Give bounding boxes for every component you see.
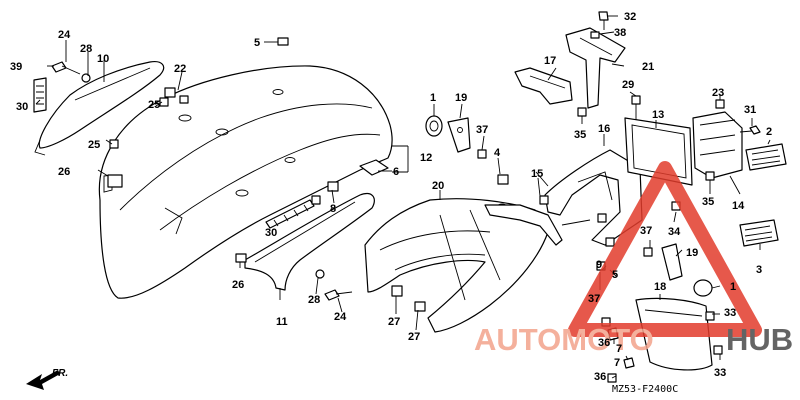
callout-25: 25 <box>148 99 160 111</box>
callout-8: 8 <box>330 203 336 215</box>
callout-13: 13 <box>652 109 664 121</box>
callout-27: 27 <box>388 316 400 328</box>
reflector-3 <box>739 219 779 247</box>
callout-26: 26 <box>58 166 70 178</box>
callout-28: 28 <box>80 43 92 55</box>
callout-12: 12 <box>420 152 432 164</box>
callout-24: 24 <box>58 29 71 41</box>
license-bracket-upper <box>565 27 626 109</box>
side-cover-upper <box>34 61 165 156</box>
front-direction-arrow: FR. <box>26 368 68 390</box>
callout-5b: 5 <box>612 269 618 281</box>
callout-7: 7 <box>614 357 620 369</box>
callout-28b: 28 <box>308 294 320 306</box>
callout-39: 39 <box>10 61 22 73</box>
callout-38: 38 <box>614 27 626 39</box>
collar-1b <box>693 279 713 297</box>
callout-37c: 37 <box>588 293 600 305</box>
callout-9: 9 <box>596 259 602 271</box>
lower-stay <box>244 192 375 291</box>
callout-31: 31 <box>744 104 756 116</box>
callout-2: 2 <box>766 126 772 138</box>
rubber-strap-30b <box>265 199 315 229</box>
callout-33: 33 <box>724 307 736 319</box>
callout-23: 23 <box>712 87 724 99</box>
callout-35: 35 <box>574 129 586 141</box>
callout-3: 3 <box>756 264 762 276</box>
callout-36b: 36 <box>594 371 606 383</box>
callout-7b: 7 <box>616 343 622 355</box>
rear-fender <box>98 65 393 299</box>
callout-18: 18 <box>654 281 666 293</box>
callout-37: 37 <box>476 124 488 136</box>
callout-30: 30 <box>16 101 28 113</box>
callout-30b: 30 <box>265 227 277 239</box>
callout-26b: 26 <box>232 279 244 291</box>
callout-17: 17 <box>544 55 556 67</box>
diagram-code: MZ53-F2400C <box>612 384 678 395</box>
callout-27b: 27 <box>408 331 420 343</box>
front-direction-label: FR. <box>52 368 68 379</box>
bracket-19b <box>661 243 683 281</box>
callout-19: 19 <box>455 92 467 104</box>
callout-32: 32 <box>624 11 636 23</box>
callout-1: 1 <box>430 92 436 104</box>
callout-5: 5 <box>254 37 260 49</box>
rubber-strap-30 <box>33 77 47 113</box>
callout-labels: 24 28 10 39 30 22 25 25 26 5 1 19 37 4 1… <box>10 11 772 383</box>
reflector-2 <box>745 143 787 171</box>
callout-11: 11 <box>276 316 288 328</box>
callout-21: 21 <box>642 61 654 73</box>
inner-fender <box>364 198 549 333</box>
callout-19b: 19 <box>686 247 698 259</box>
callout-10: 10 <box>97 53 109 65</box>
callout-25b: 25 <box>88 139 100 151</box>
callout-1b: 1 <box>730 281 736 293</box>
collar-1 <box>425 115 443 137</box>
watermark-text-left: AUTOMOTO <box>474 322 654 357</box>
bracket-19 <box>447 117 471 153</box>
callout-36: 36 <box>598 337 610 349</box>
callout-6: 6 <box>393 166 399 178</box>
callout-14: 14 <box>732 200 745 212</box>
mudguard-bracket <box>484 149 643 246</box>
license-plate <box>624 111 743 186</box>
callout-33b: 33 <box>714 367 726 379</box>
grommet-6 <box>359 159 389 176</box>
watermark: AUTOMOTO HUB <box>474 161 793 357</box>
callout-20: 20 <box>432 180 444 192</box>
callout-22: 22 <box>174 63 186 75</box>
callout-16: 16 <box>598 123 610 135</box>
callout-29: 29 <box>622 79 634 91</box>
callout-37b: 37 <box>640 225 652 237</box>
callout-34: 34 <box>668 226 681 238</box>
leader-lines <box>35 15 771 379</box>
callout-4: 4 <box>494 147 501 159</box>
watermark-text-right: HUB <box>726 322 793 357</box>
bracket-17 <box>514 67 573 105</box>
callout-15: 15 <box>531 168 543 180</box>
callout-35b: 35 <box>702 196 714 208</box>
callout-24b: 24 <box>334 311 347 323</box>
